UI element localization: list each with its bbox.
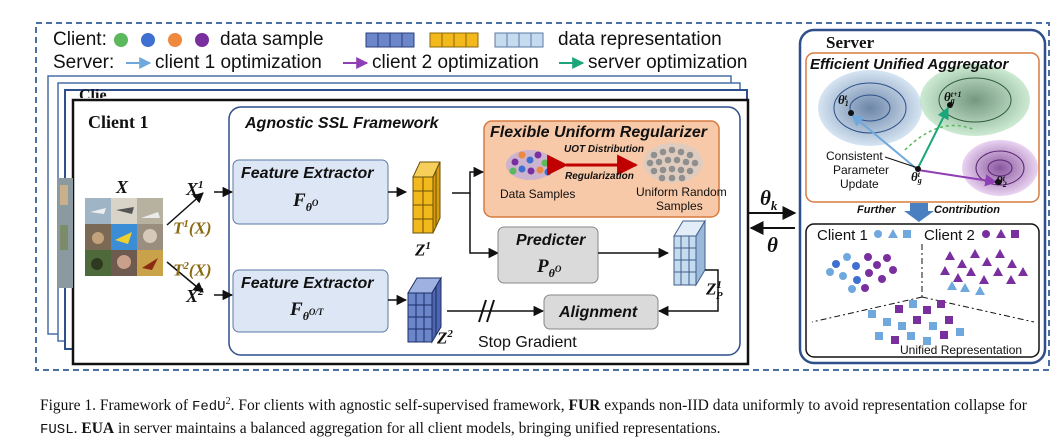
consistent-label-3: Update: [840, 177, 879, 191]
predicter-title: Predicter: [516, 232, 586, 249]
input-x-label: X: [116, 177, 129, 197]
z1-tensor: [412, 161, 441, 234]
z1-label: Z1: [415, 240, 431, 260]
predicter-symbol: PθO: [537, 256, 562, 280]
unified-client2-label: Client 2: [924, 227, 975, 244]
theta-k-label: θk: [760, 186, 778, 214]
zp-label: Z1P: [706, 279, 723, 303]
client-title: Client 1: [88, 112, 149, 132]
contour-blue: [818, 70, 922, 146]
back-panel-title-fragment: Clie: [79, 88, 107, 98]
z2-tensor: [407, 276, 442, 344]
arrow-aug1: [166, 192, 204, 226]
eua-arrow-blue: [851, 114, 919, 171]
arrow-z1-to-fur: [452, 166, 485, 194]
legend-server-label: Server:: [53, 52, 115, 73]
alignment-label: Alignment: [559, 304, 638, 321]
framework-box: [228, 106, 741, 356]
input-image-grid: [85, 198, 163, 276]
legend-dot-blue: [141, 33, 155, 47]
eua-title: Efficient Unified Aggregator: [810, 56, 1009, 73]
legend-client2-opt: client 2 optimization: [372, 52, 539, 73]
legend-data-sample-label: data sample: [220, 29, 324, 50]
fur-title: Flexible Uniform Regularizer: [490, 124, 707, 141]
legend-client1-opt: client 1 optimization: [155, 52, 322, 73]
eua-arrow-purple: [917, 169, 998, 187]
framework-title: Agnostic SSL Framework: [245, 115, 439, 132]
legend-dot-orange: [168, 33, 182, 47]
zp-tensor: [673, 219, 706, 287]
server-title: Server: [826, 33, 875, 52]
unified-client2-points: [940, 249, 1028, 295]
consistent-label-1: Consistent: [826, 149, 883, 163]
view2-label: X2: [186, 286, 204, 306]
arrow-aug2: [166, 261, 204, 293]
legend-dot-green: [114, 33, 128, 47]
view1-label: X1: [186, 179, 204, 199]
stop-gradient-mark: [478, 299, 487, 323]
alignment-box: [543, 294, 659, 330]
legend-server-opt: server optimization: [588, 52, 748, 73]
fur-uniform-label-1: Uniform Random: [636, 185, 727, 199]
aug2-label: T2(X): [173, 260, 212, 280]
uniform-samples-cluster: [643, 143, 703, 183]
fur-data-samples-label: Data Samples: [500, 187, 576, 201]
contour-purple: [962, 140, 1038, 196]
aug1-label: T1(X): [173, 218, 212, 238]
eua-arrow-green: [917, 106, 949, 169]
fe1-symbol: FθO: [293, 190, 319, 214]
legend-data-representation-label: data representation: [558, 29, 722, 50]
legend-client-label: Client:: [53, 29, 107, 50]
contribution-label: Contribution: [934, 204, 1000, 216]
fe2-title: Feature Extractor: [241, 275, 374, 292]
further-label: Further: [857, 204, 896, 216]
fe1-title: Feature Extractor: [241, 165, 374, 182]
stop-gradient-label: Stop Gradient: [478, 334, 577, 351]
data-samples-cluster: [506, 150, 554, 180]
theta-label: θ: [767, 233, 778, 257]
arrow-zp-to-alignment: [657, 269, 719, 317]
arrow-z1-to-predicter: [469, 193, 500, 259]
unified-representation-label: Unified Representation: [900, 343, 1023, 357]
fur-uot-label: UOT Distribution: [564, 144, 644, 155]
contour-green: [920, 64, 1030, 136]
fur-regularization-label: Regularization: [565, 171, 634, 182]
fe2-symbol: FθO/T: [290, 299, 324, 323]
further-arrow: [904, 203, 934, 222]
z2-label: Z2: [437, 328, 453, 348]
predicter-box: [497, 226, 599, 284]
consistent-label-2: Parameter: [833, 163, 890, 177]
fur-uniform-label-2: Samples: [656, 199, 703, 213]
legend-dot-purple: [195, 33, 209, 47]
unified-client1-points: [826, 253, 897, 293]
figure-caption: Figure 1. Framework of FedU2. For client…: [40, 396, 1027, 439]
unified-client1-label: Client 1: [817, 227, 868, 244]
legend-rep-blue: [365, 32, 415, 48]
feature-extractor-2-box: [232, 269, 389, 333]
unified-square-points: [868, 300, 964, 345]
legend-rep-yellow: [429, 32, 479, 48]
legend-rep-light: [494, 32, 544, 48]
